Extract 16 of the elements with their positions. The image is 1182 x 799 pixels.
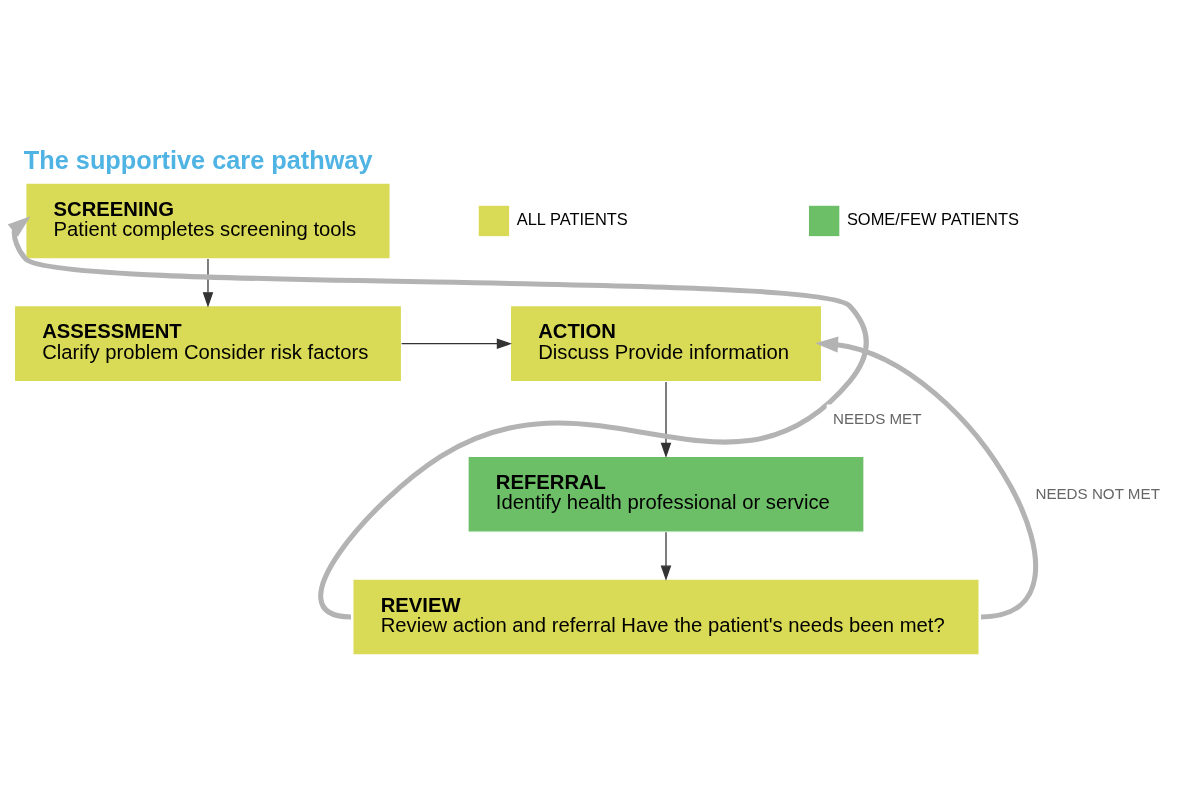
node-box: ACTION Discuss Provide information — [509, 304, 823, 382]
node-box: ASSESSMENT Clarify problem Consider risk factors — [13, 304, 403, 382]
node-box: REVIEW Review action and referral Have the patient's needs been met? — [352, 577, 980, 656]
node-box: REFERRAL Identify health professional or service — [467, 455, 865, 533]
edge-label: NEEDS MET — [833, 409, 922, 427]
legend-label: ALL PATIENTS — [516, 209, 628, 228]
arrow — [660, 380, 672, 458]
arrow — [401, 337, 512, 349]
arrow — [815, 336, 1038, 619]
edge-label: NEEDS NOT MET — [1035, 484, 1160, 502]
node-box: SCREENING Patient completes screening tools — [25, 181, 391, 260]
diagram-title: The supportive care pathway — [23, 145, 373, 174]
arrow — [202, 257, 214, 307]
arrow — [8, 215, 869, 619]
legend-label: SOME/FEW PATIENTS — [846, 209, 1019, 228]
arrow — [660, 531, 672, 581]
